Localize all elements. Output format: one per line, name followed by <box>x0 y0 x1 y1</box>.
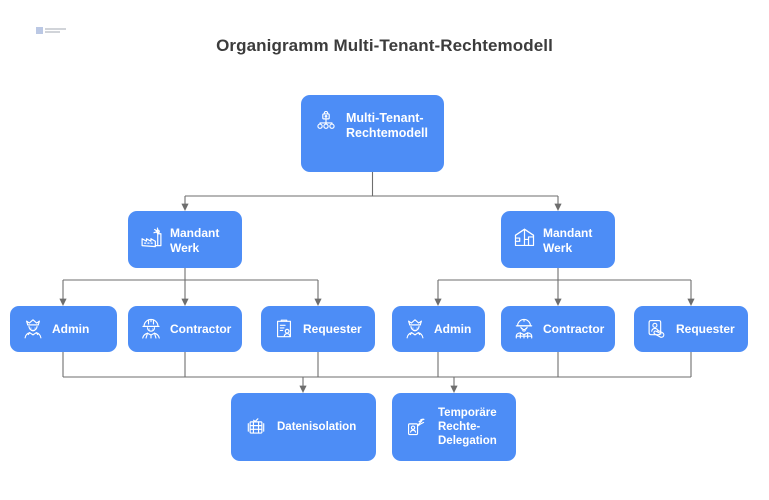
node-left-admin[interactable]: Admin <box>10 306 117 352</box>
hardhat-worker-icon <box>140 318 162 340</box>
king-crown-user-icon <box>404 318 426 340</box>
node-root-label: Multi-Tenant- Rechtemodell <box>346 111 428 141</box>
node-left-contractor[interactable]: Contractor <box>128 306 242 352</box>
node-data-isolation-label: Datenisolation <box>277 420 357 433</box>
logo-wordmark <box>45 28 66 33</box>
database-check-icon <box>245 416 267 438</box>
node-delegation-label: Temporäre Rechte- Delegation <box>438 406 497 447</box>
arrowhead-datenisolation <box>299 385 307 393</box>
badge-hand-icon <box>406 416 428 438</box>
node-right-admin-label: Admin <box>434 321 472 336</box>
arrowhead-delegation <box>450 385 458 393</box>
node-left-requester[interactable]: Requester <box>261 306 375 352</box>
arrowhead-tenant-right <box>554 203 562 211</box>
king-crown-user-icon <box>22 318 44 340</box>
lock-hierarchy-icon <box>315 111 337 133</box>
node-right-requester[interactable]: Requester <box>634 306 748 352</box>
logo-mark-icon <box>36 27 43 34</box>
logo-watermark <box>36 25 66 36</box>
arrowhead-left-requester <box>314 298 322 306</box>
id-card-clip-icon <box>646 318 668 340</box>
node-right-admin[interactable]: Admin <box>392 306 485 352</box>
node-right-contractor-label: Contractor <box>543 321 605 336</box>
arrowhead-left-admin <box>59 298 67 306</box>
node-right-contractor[interactable]: Contractor <box>501 306 615 352</box>
arrowhead-left-contractor <box>181 298 189 306</box>
node-tenant-right[interactable]: Mandant Werk <box>501 211 615 268</box>
node-tenant-left[interactable]: Mandant Werk <box>128 211 242 268</box>
node-data-isolation[interactable]: Datenisolation <box>231 393 376 461</box>
node-right-requester-label: Requester <box>676 321 735 336</box>
node-delegation[interactable]: Temporäre Rechte- Delegation <box>392 393 516 461</box>
arrowhead-right-requester <box>687 298 695 306</box>
arrowhead-right-contractor <box>554 298 562 306</box>
helmet-worker-icon <box>513 318 535 340</box>
arrowhead-right-admin <box>434 298 442 306</box>
page-title: Organigramm Multi-Tenant-Rechtemodell <box>216 36 553 55</box>
arrowhead-tenant-left <box>181 203 189 211</box>
node-left-admin-label: Admin <box>52 321 90 336</box>
warehouse-icon <box>513 226 536 249</box>
clipboard-person-icon <box>273 318 295 340</box>
node-left-contractor-label: Contractor <box>170 321 232 336</box>
node-root[interactable]: Multi-Tenant- Rechtemodell <box>301 95 444 172</box>
factory-icon <box>140 226 163 249</box>
node-left-requester-label: Requester <box>303 321 362 336</box>
node-tenant-right-label: Mandant Werk <box>543 226 593 255</box>
node-tenant-left-label: Mandant Werk <box>170 226 220 255</box>
